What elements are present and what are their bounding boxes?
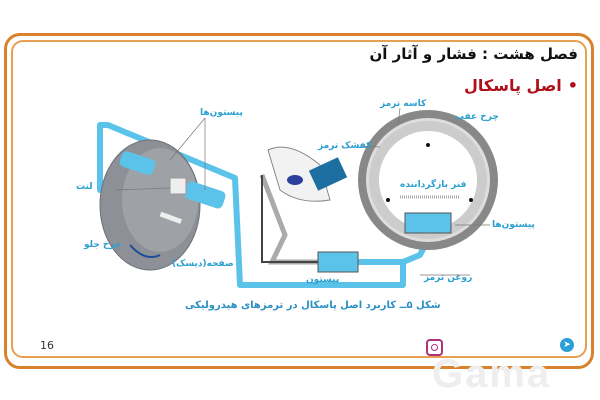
brake-pad bbox=[169, 177, 187, 195]
bullet-heading: • اصل پاسکال bbox=[464, 76, 578, 95]
caliper-cylinder-left bbox=[119, 151, 156, 175]
page-number: 16 bbox=[40, 339, 54, 352]
slide-title: فصل هشت : فشار و آثار آن bbox=[369, 45, 578, 63]
bullet-icon: • bbox=[567, 76, 578, 95]
spring-anchor-left bbox=[386, 198, 390, 202]
label-brake-fluid: روغن ترمز bbox=[424, 273, 473, 283]
caliper-cylinder-right bbox=[184, 181, 226, 209]
telegram-icon[interactable]: ➤ bbox=[560, 338, 574, 352]
leader-lines bbox=[114, 107, 490, 276]
label-brake-shoe: کفشک ترمز bbox=[318, 141, 372, 151]
watermark-logo: Gama bbox=[432, 352, 552, 396]
master-cylinder bbox=[317, 251, 359, 273]
disc-face bbox=[122, 148, 198, 252]
shoe-foot bbox=[267, 146, 331, 202]
label-front-wheel: چرخ جلو bbox=[84, 240, 122, 250]
bullet-text: اصل پاسکال bbox=[464, 76, 562, 95]
shoe-logo bbox=[287, 175, 303, 185]
label-pistons-right: پیستون‌ها bbox=[492, 220, 535, 230]
label-return-spring: فنر بازگرداننده bbox=[400, 180, 467, 190]
rotation-arrow-icon bbox=[129, 244, 161, 258]
figure-caption: شکل ۵ــ کاربرد اصل پاسکال در ترمزهای هید… bbox=[185, 300, 441, 311]
spring-anchor-right bbox=[469, 198, 473, 202]
label-pistons-left: پیستون‌ها bbox=[200, 108, 243, 118]
instagram-icon[interactable] bbox=[426, 339, 443, 356]
wheel-cylinder bbox=[404, 212, 452, 234]
trouser-leg bbox=[308, 157, 348, 191]
slide-frame-outer bbox=[4, 33, 594, 369]
pedal-rod bbox=[261, 175, 320, 263]
shoe-pivot bbox=[426, 143, 430, 147]
label-disc: صفحه(دیسک) bbox=[172, 259, 234, 269]
brake-shoes-ring bbox=[369, 121, 487, 239]
label-brake-drum: کاسه ترمز bbox=[380, 99, 427, 109]
disc-slot bbox=[159, 211, 182, 224]
label-rear-wheel: چرخ عقب bbox=[455, 112, 499, 122]
label-pad: لنت bbox=[76, 182, 93, 192]
label-piston: پیستون bbox=[306, 275, 340, 285]
